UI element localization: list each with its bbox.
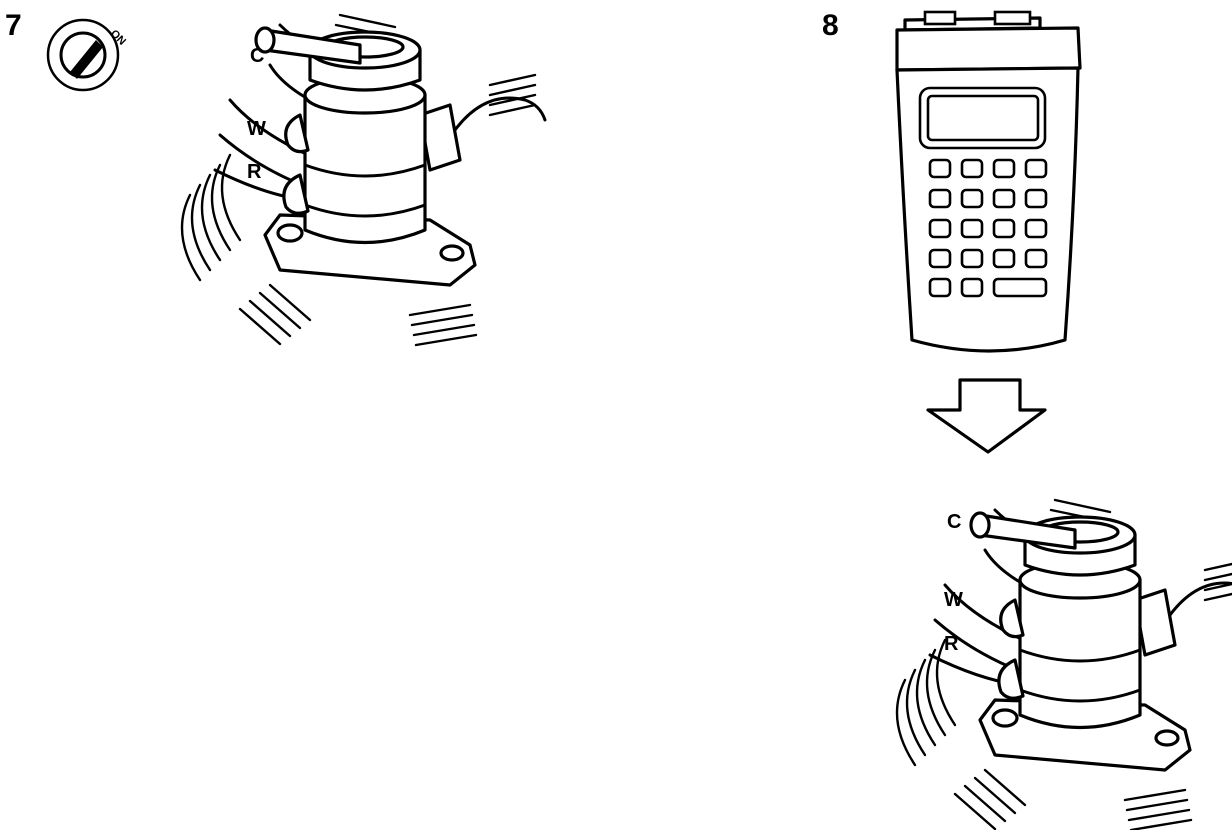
step-number-8: 8	[822, 9, 839, 42]
connector-label-w-7: W	[247, 118, 266, 140]
connector-label-r-7: R	[247, 161, 262, 183]
connector-label-c-8: C	[947, 511, 961, 533]
handheld-tester-icon	[895, 10, 1082, 353]
ignition-key-switch-icon: ON	[46, 18, 128, 92]
down-arrow-icon	[926, 378, 1047, 454]
step-number-7: 7	[5, 9, 22, 42]
connector-label-c-7: C	[250, 45, 264, 67]
connector-label-r-8: R	[944, 633, 959, 655]
step-8: 8	[822, 9, 1232, 830]
step-7: 7 ON C W R	[5, 9, 547, 347]
tester-keypad	[928, 158, 1048, 298]
connector-label-w-8: W	[944, 589, 963, 611]
sensor-assembly-7	[180, 13, 547, 347]
sensor-assembly-8	[895, 498, 1232, 830]
